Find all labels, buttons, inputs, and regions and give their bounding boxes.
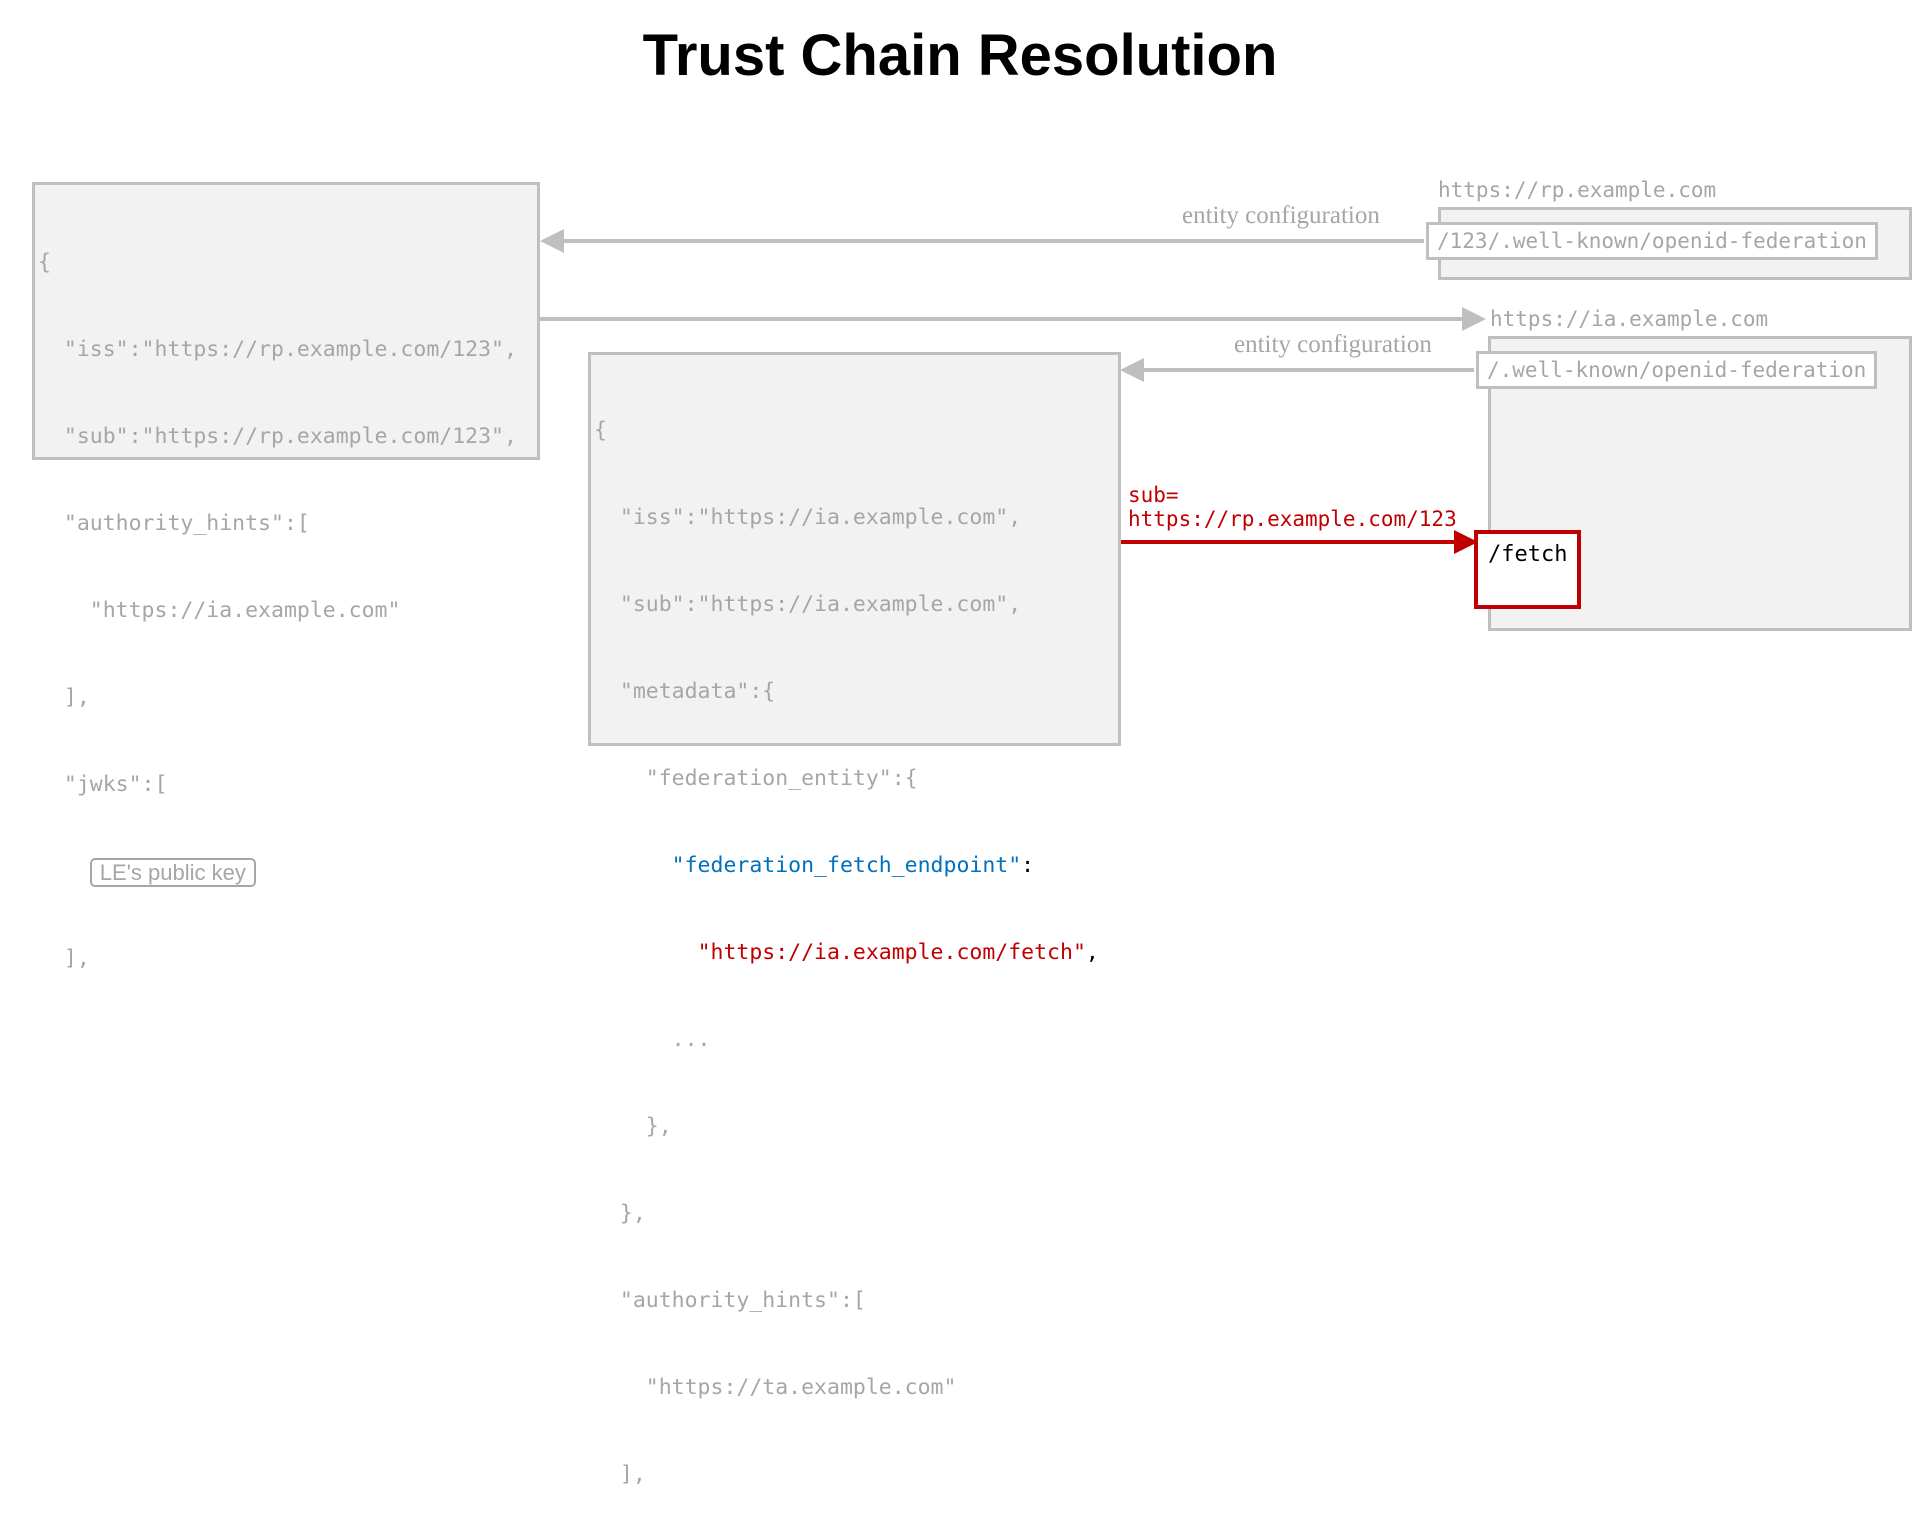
json-line: }, — [594, 1114, 672, 1139]
json-line-sub: "sub":"https://rp.example.com/123", — [38, 424, 517, 449]
json-line-hint-ta: "https://ta.example.com" — [594, 1375, 957, 1400]
fetch-request-arrowhead — [1454, 530, 1478, 554]
public-key-badge: LE's public key — [89, 857, 256, 887]
rp-entity-config-json: { "iss":"https://rp.example.com/123", "s… — [38, 190, 517, 1002]
json-line-jwks: "jwks":[ — [38, 772, 168, 797]
fetch-endpoint-key: "federation_fetch_endpoint" — [671, 853, 1022, 878]
json-line-iss: "iss":"https://ia.example.com", — [594, 505, 1022, 530]
ia-server-host: https://ia.example.com — [1490, 307, 1769, 331]
ia-entity-config-box — [588, 352, 1121, 746]
rp-federation-endpoint-path: /123/.well-known/openid-federation — [1426, 222, 1878, 260]
json-line: }, — [594, 1201, 646, 1226]
authority-hint-arrowhead — [1462, 307, 1486, 331]
ia-entity-config-arrowhead — [1120, 358, 1144, 382]
rp-server-host: https://rp.example.com — [1438, 178, 1717, 202]
ia-entity-config-json: { "iss":"https://ia.example.com", "sub":… — [594, 358, 1099, 1518]
json-line-authority-hints: "authority_hints":[ — [594, 1288, 866, 1313]
json-line-metadata: "metadata":{ — [594, 679, 776, 704]
json-line: { — [38, 250, 51, 275]
json-line: { — [594, 418, 607, 443]
json-line-authority-hints: "authority_hints":[ — [38, 511, 310, 536]
json-line-iss: "iss":"https://rp.example.com/123", — [38, 337, 517, 362]
json-line: ], — [38, 685, 90, 710]
ia-entity-config-label: entity configuration — [1234, 331, 1432, 358]
json-line-fetch-endpoint-value: "https://ia.example.com/fetch", — [697, 940, 1099, 965]
json-line-federation-entity: "federation_entity":{ — [594, 766, 918, 791]
ia-federation-endpoint-path: /.well-known/openid-federation — [1476, 351, 1878, 389]
json-line-ellipsis: ... — [594, 1027, 711, 1052]
json-line: ], — [594, 1462, 646, 1487]
fetch-endpoint-value: "https://ia.example.com/fetch" — [697, 940, 1086, 965]
rp-entity-config-arrowhead — [540, 229, 564, 253]
page-title: Trust Chain Resolution — [642, 23, 1278, 88]
sub-parameter-label: sub= https://rp.example.com/123 — [1128, 483, 1457, 531]
json-line-hint-ia: "https://ia.example.com" — [38, 598, 401, 623]
rp-entity-config-label: entity configuration — [1182, 202, 1380, 229]
rp-entity-config-box — [32, 182, 540, 460]
json-line-sub: "sub":"https://ia.example.com", — [594, 592, 1022, 617]
fetch-endpoint-box: /fetch — [1474, 530, 1581, 609]
json-line-key: LE's public key — [38, 857, 517, 887]
connector-arrows — [418, 229, 1486, 554]
json-line: ], — [38, 946, 90, 971]
json-line-fetch-endpoint-key: "federation_fetch_endpoint": — [671, 853, 1035, 878]
